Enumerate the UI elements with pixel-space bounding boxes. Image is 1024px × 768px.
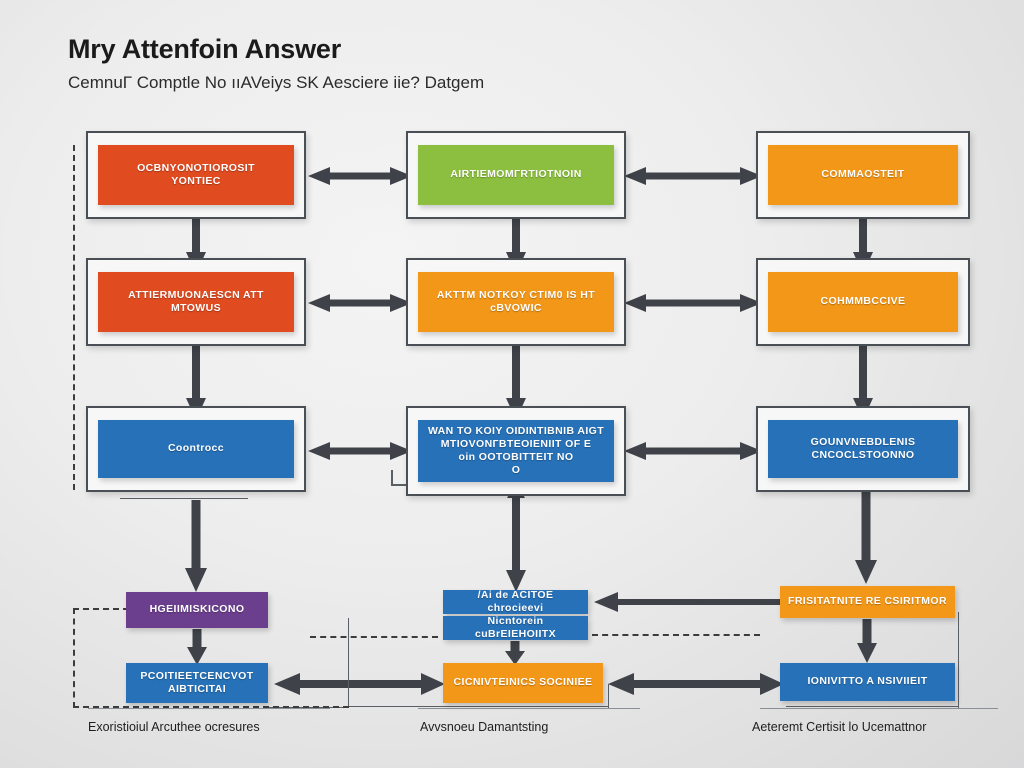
dashed-loop-left-top <box>73 608 129 610</box>
down-arrow-b1a-b1b <box>185 628 209 666</box>
column-caption-3: Aeteremt Certisit lo Ucemattnor <box>752 720 927 734</box>
feedback-route-c3-bottom <box>786 706 958 707</box>
node-r1c2[interactable]: AIRTIEMOMГRTIOTNOIN <box>418 145 614 205</box>
bidirectional-arrow-r2-right <box>622 292 764 314</box>
node-label-r3c1: Coontrocc <box>167 442 225 455</box>
node-label-b3a: FRISITATNITE RE СSIRITMOR <box>788 595 947 608</box>
feedback-route-c2-down <box>348 706 608 707</box>
dashed-loop-left-vert <box>73 608 75 708</box>
node-label-b2a: /Ai de ACITOE chrocieevi <box>477 588 554 614</box>
page-title: Mry Attenfoin Answer <box>68 34 342 64</box>
node-label-b2b: Nicntorein cuВrЕIEHOIITX <box>474 614 557 640</box>
node-b2b[interactable]: Nicntorein cuВrЕIEHOIITX <box>443 614 588 640</box>
node-label-b2c: CICNIVTEINIСS SOCINIEE <box>453 676 593 689</box>
left-arrow-b3a-to-b2a <box>592 592 782 612</box>
node-label-r1c2: AIRTIEMOMГRTIOTNOIN <box>450 168 582 181</box>
node-label-r1c3: COMMAOSTEIT <box>821 168 905 181</box>
down-arrow-c3-r3-bottom <box>853 486 879 586</box>
node-r1c3[interactable]: COMMAOSTEIT <box>768 145 958 205</box>
feedback-route-c3-riser <box>958 612 959 708</box>
column-caption-1: Exoristioiul Arcuthee ocresures <box>88 720 260 734</box>
down-arrow-c1-r3-purple <box>183 498 209 594</box>
node-label-r2c3: COHMMBСCIVE <box>820 295 906 308</box>
dashed-loop-mid <box>310 636 438 638</box>
caption-divider-2 <box>418 708 640 709</box>
left-arrow-b2c-to-b1b <box>272 673 447 695</box>
node-label-b3b: IONIVITTO A NSIVIIEIT <box>807 675 928 688</box>
bidirectional-arrow-r3-left <box>306 440 414 462</box>
feedback-route-c1-c2 <box>268 684 348 708</box>
feedback-route-c2-riser-right <box>608 684 609 708</box>
node-label-b1a: HGEIIMISKICONO <box>149 603 245 616</box>
node-b2c[interactable]: CICNIVTEINIСS SOCINIEE <box>443 663 603 703</box>
down-arrow-b2b-b2c <box>503 640 527 666</box>
node-r2c3[interactable]: COHMMBСCIVE <box>768 272 958 332</box>
connector-c1-r3-bottom <box>120 498 248 499</box>
caption-divider-3 <box>760 708 998 709</box>
dashed-loop-right <box>592 634 760 636</box>
dashed-loop-left-bottom <box>73 706 349 708</box>
connector-c2-bracket-left-leg <box>391 470 393 486</box>
page-subtitle: CemnuГ Comptle No ııAVeiys ЅK Aesciere i… <box>68 73 485 92</box>
feedback-route-c1-c2-riser <box>348 618 349 708</box>
node-b2a[interactable]: /Ai de ACITOE chrocieevi <box>443 588 588 614</box>
node-b3a[interactable]: FRISITATNITE RE СSIRITMOR <box>780 586 955 618</box>
bidirectional-arrow-r1-right <box>622 165 764 187</box>
node-b3b[interactable]: IONIVITTO A NSIVIIEIT <box>780 663 955 701</box>
bidirectional-arrow-r1-left <box>306 165 414 187</box>
column-caption-2: Avvsnoeu Damantsting <box>420 720 549 734</box>
left-dashed-spine <box>73 145 75 490</box>
left-arrow-b3b-to-b2c <box>606 673 786 695</box>
down-arrow-b3a-b3b <box>855 618 879 664</box>
caption-divider-1 <box>88 708 330 709</box>
node-b1a[interactable]: HGEIIMISKICONO <box>126 592 268 628</box>
node-r3c1[interactable]: Coontrocc <box>98 420 294 478</box>
bidirectional-arrow-r3-right <box>622 440 764 462</box>
down-arrow-c2-r3-bottom <box>503 482 529 594</box>
bidirectional-arrow-r2-left <box>306 292 414 314</box>
